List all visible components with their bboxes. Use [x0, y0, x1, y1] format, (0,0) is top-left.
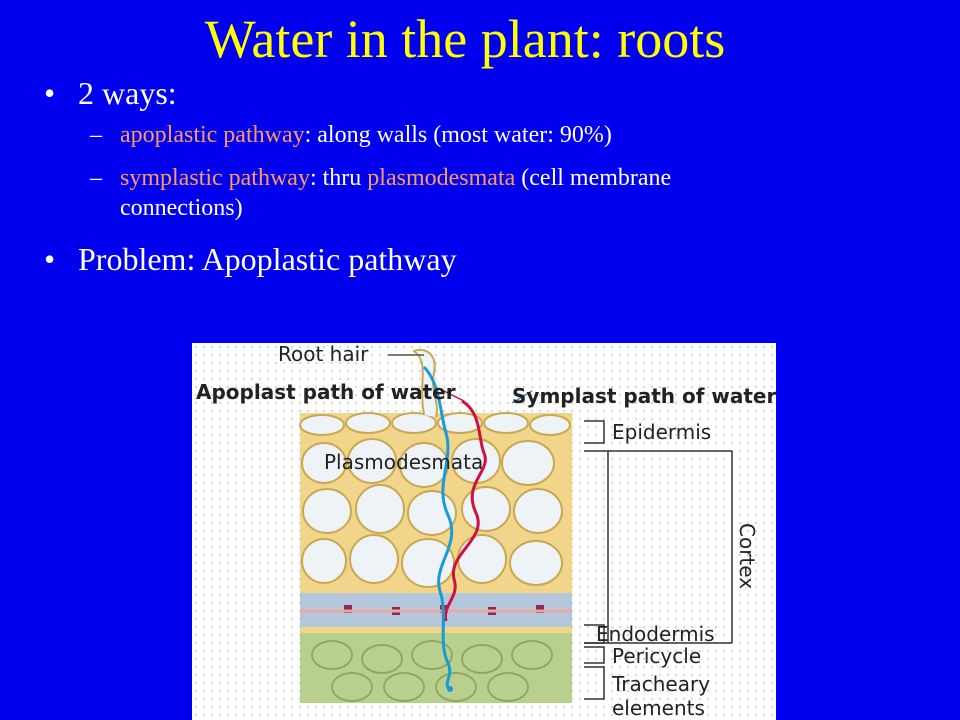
symplastic-desc-b: (cell membrane: [515, 165, 672, 191]
subpoint-symplastic: – symplastic pathway: thru plasmodesmata…: [90, 163, 900, 223]
label-elements: elements: [612, 696, 705, 720]
slide-title: Water in the plant: roots: [204, 9, 726, 69]
label-epidermis: Epidermis: [612, 420, 711, 444]
label-symplast-path: Symplast path of water: [512, 384, 776, 408]
label-tracheary: Tracheary: [611, 672, 710, 696]
subpoint-dash: –: [90, 122, 102, 148]
root-cross-section-figure: Root hair Apoplast path of water Symplas…: [192, 343, 776, 720]
plasmodesmata-term: plasmodesmata: [367, 165, 516, 191]
bullet-text: Problem: Apoplastic pathway: [78, 241, 457, 277]
cortex-cells: [301, 438, 563, 588]
symplast-path-line: [422, 365, 454, 691]
symplast-leader: [511, 390, 533, 404]
stele-cells: [311, 640, 553, 702]
label-endodermis: Endodermis: [596, 622, 715, 646]
bullet-text: 2 ways:: [78, 75, 177, 111]
root-hair-shape: [411, 348, 438, 418]
label-root-hair: Root hair: [278, 343, 369, 366]
subpoint-apoplastic: – apoplastic pathway: along walls (most …: [90, 120, 612, 150]
label-pericycle: Pericycle: [612, 644, 701, 668]
bullet-two-ways: • 2 ways:: [44, 74, 177, 112]
subpoint-dash: –: [90, 165, 102, 191]
bullet-dot: •: [44, 241, 56, 277]
symplast-path-end: [447, 686, 453, 692]
apoplastic-term: apoplastic pathway: [120, 122, 305, 148]
label-apoplast-path: Apoplast path of water: [196, 380, 456, 404]
tissue-brackets: [584, 420, 733, 700]
tissue-block: [299, 348, 572, 703]
symplastic-desc-a: : thru: [309, 165, 368, 191]
label-plasmodesmata: Plasmodesmata: [324, 450, 483, 474]
bullet-problem: • Problem: Apoplastic pathway: [44, 240, 457, 278]
epidermis-cells: [299, 412, 571, 436]
root-diagram: Root hair Apoplast path of water Symplas…: [196, 343, 776, 720]
apoplast-leader: [443, 390, 465, 402]
symplastic-desc-line2: connections): [120, 195, 243, 221]
symplastic-term: symplastic pathway: [120, 165, 310, 191]
apoplast-path-line: [443, 399, 487, 622]
apoplastic-desc: : along walls (most water: 90%): [304, 122, 612, 148]
label-cortex: Cortex: [735, 523, 759, 589]
bullet-dot: •: [44, 75, 56, 111]
